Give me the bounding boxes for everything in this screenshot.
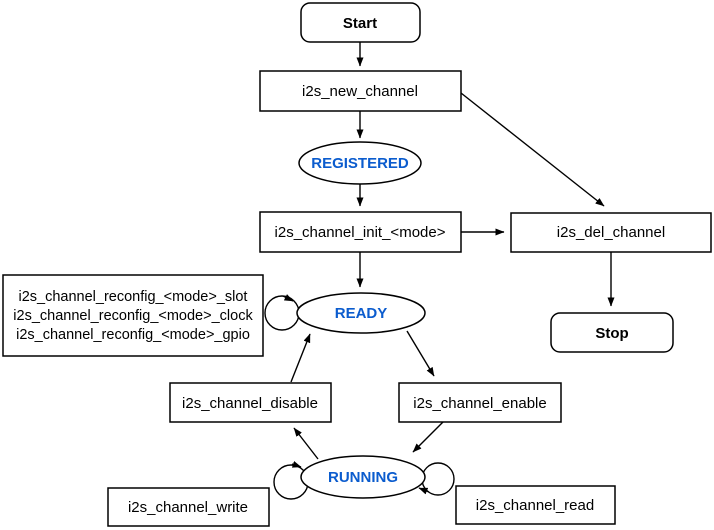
new-channel-label: i2s_new_channel xyxy=(302,83,418,100)
ready-self-loop xyxy=(264,295,300,331)
del-channel-label: i2s_del_channel xyxy=(557,224,665,241)
new-channel-node-shape xyxy=(259,70,462,112)
reconfig-node-shape xyxy=(2,274,264,357)
running-state-shape xyxy=(300,455,426,499)
edge-running-to-disable xyxy=(293,427,319,460)
stop-node-shape xyxy=(550,312,674,353)
running-label: RUNNING xyxy=(328,469,398,486)
edge-disable-to-ready xyxy=(290,333,311,383)
registered-label: REGISTERED xyxy=(311,155,409,172)
reconfig-line-gpio: i2s_channel_reconfig_<mode>_gpio xyxy=(16,327,250,343)
write-label: i2s_channel_write xyxy=(128,499,248,516)
write-node-shape xyxy=(107,487,270,527)
start-label: Start xyxy=(343,15,377,32)
read-node-shape xyxy=(455,485,616,525)
ready-self-loop-arrowhead xyxy=(282,294,294,302)
disable-label: i2s_channel_disable xyxy=(182,395,318,412)
reconfig-line-slot: i2s_channel_reconfig_<mode>_slot xyxy=(19,289,248,305)
edge-new-channel-to-del-channel xyxy=(460,92,605,207)
enable-label: i2s_channel_enable xyxy=(413,395,546,412)
running-self-loop-right-arrowhead xyxy=(418,487,430,495)
enable-node-shape xyxy=(398,382,562,423)
edge-ready-to-enable xyxy=(406,330,435,377)
running-self-loop-right xyxy=(421,462,455,496)
disable-node-shape xyxy=(169,382,332,423)
stop-label: Stop xyxy=(595,325,628,342)
ready-label: READY xyxy=(335,305,388,322)
ready-state-shape xyxy=(296,292,426,334)
reconfig-line-clock: i2s_channel_reconfig_<mode>_clock xyxy=(13,308,253,324)
init-node-shape xyxy=(259,211,462,253)
edge-enable-to-running xyxy=(412,421,444,453)
read-label: i2s_channel_read xyxy=(476,497,594,514)
init-label: i2s_channel_init_<mode> xyxy=(275,224,446,241)
running-self-loop-left-arrowhead xyxy=(291,460,302,468)
